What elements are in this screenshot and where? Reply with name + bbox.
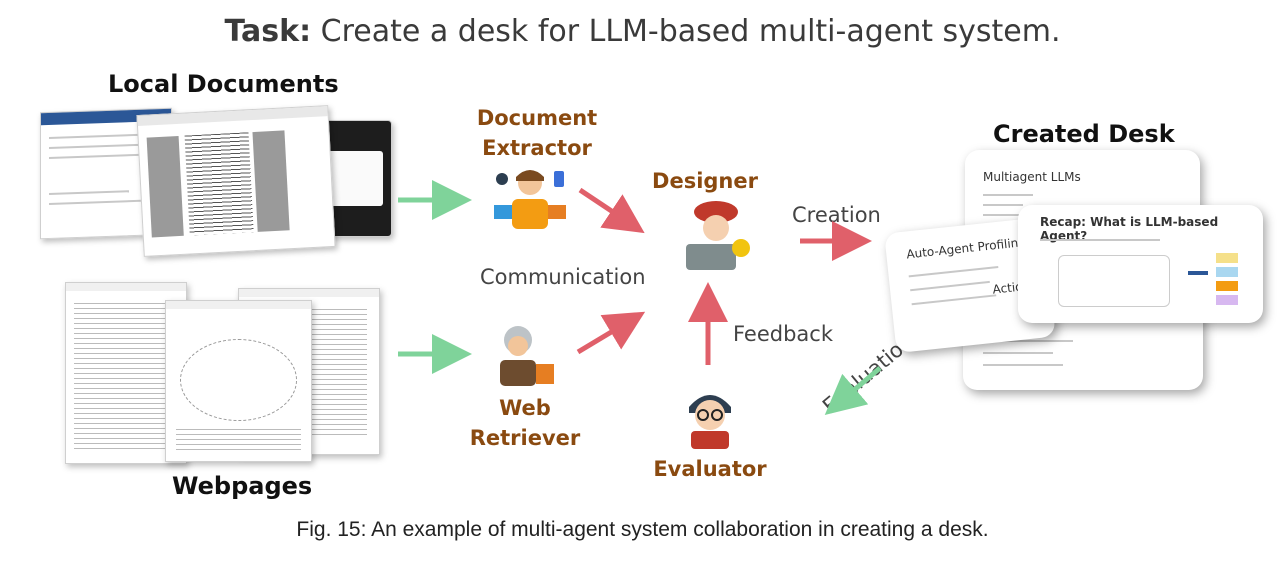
document-extractor-icon [494,170,566,229]
local-documents-title: Local Documents [108,70,339,98]
webpage-thumbnail-2 [165,300,312,462]
web-retriever-label-line1: Web [499,396,551,420]
document-extractor-label-line1: Document [476,106,598,130]
retriever-to-designer-arrow [576,311,646,355]
slide-multiagent-llms-title: Multiagent LLMs [983,170,1081,184]
evaluator-label: Evaluator [653,457,767,481]
figure-caption: Fig. 15: An example of multi-agent syste… [296,518,989,541]
feedback-label: Feedback [733,322,834,346]
document-extractor-label-line2: Extractor [482,136,592,160]
web-retriever-label: Web Retriever [450,393,600,453]
task-text: Create a desk for LLM-based multi-agent … [311,14,1061,49]
web-retriever-label-line2: Retriever [469,426,581,450]
evaluation-arrow [824,366,882,415]
created-desk-title: Created Desk [993,120,1175,148]
task-header: Task: Create a desk for LLM-based multi-… [0,14,1285,49]
extractor-to-designer-arrow [578,187,645,234]
designer-icon [686,201,750,270]
designer-label: Designer [652,169,758,193]
evaluator-icon [689,395,731,449]
slide-auto-agent-profiling-title: Auto-Agent Profiling [905,234,1027,262]
communication-label: Communication [480,265,646,289]
task-prefix: Task: [224,14,312,49]
document-extractor-label: Document Extractor [462,103,612,163]
webpages-title: Webpages [172,472,313,500]
slide-recap-llm-agent: Recap: What is LLM-based Agent? [1018,205,1263,323]
web-retriever-icon [500,326,554,386]
